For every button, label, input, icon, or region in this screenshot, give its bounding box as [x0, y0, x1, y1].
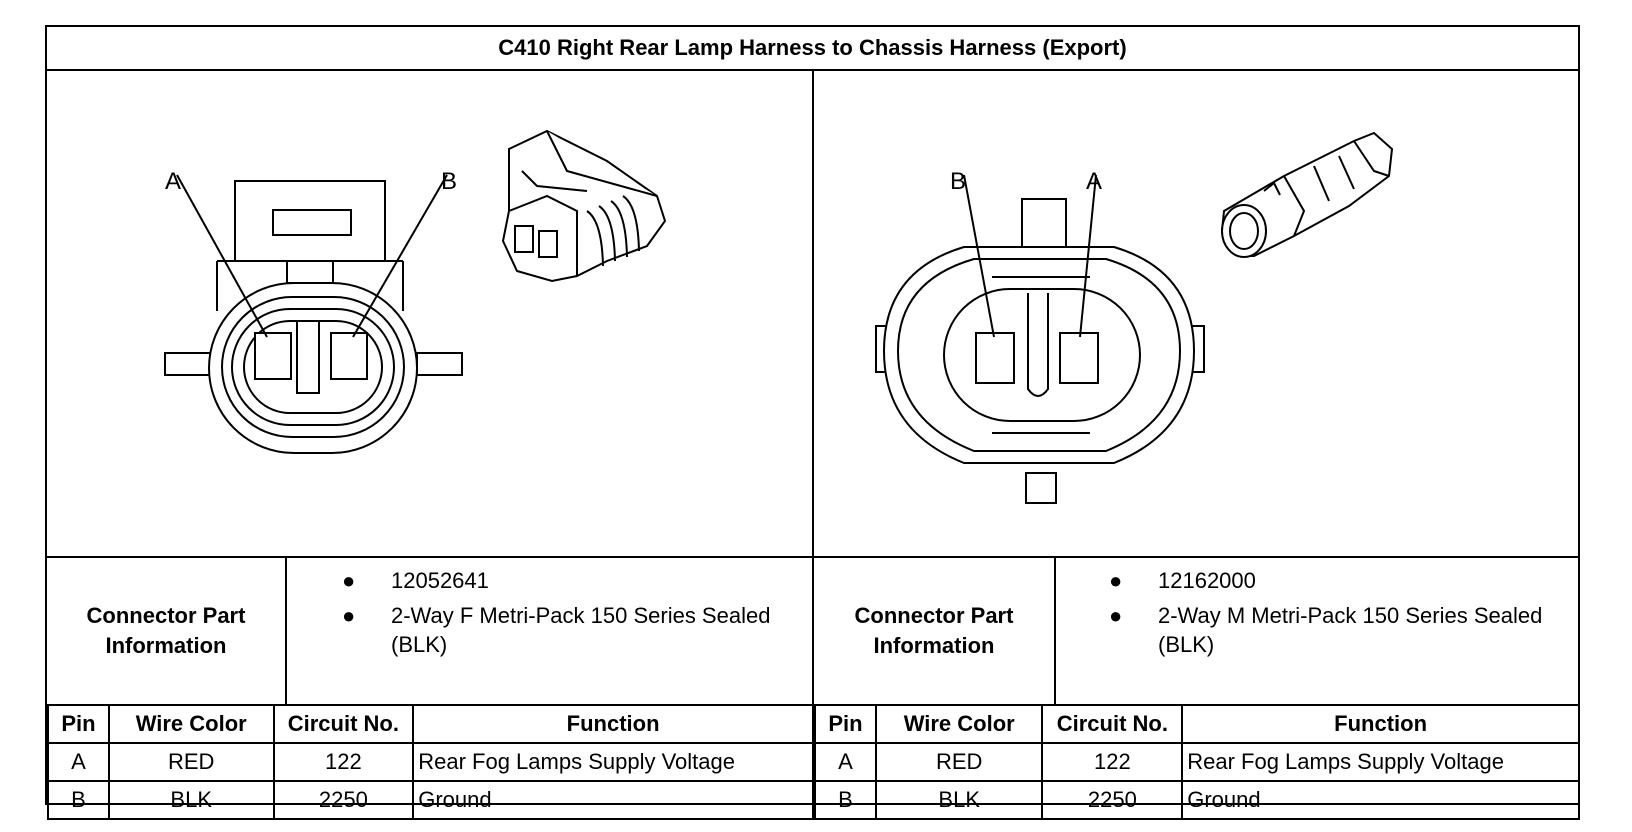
right-isometric-connector [1220, 131, 1394, 258]
left-isometric-connector [501, 129, 667, 283]
col-pin: Pin [814, 704, 877, 744]
left-ear-left [164, 352, 211, 376]
left-latch-housing [234, 180, 386, 262]
left-latch-window [272, 209, 352, 236]
table-header-row: Pin Wire Color Circuit No. Function [47, 704, 814, 744]
left-terminal-b [330, 332, 368, 380]
right-inner-oval [943, 288, 1141, 422]
cell-wire-color: BLK [874, 780, 1044, 820]
cell-function: Rear Fog Lamps Supply Voltage [412, 742, 814, 782]
bullet-icon: ● [342, 568, 356, 593]
right-oval-body [882, 246, 1196, 464]
bullet-icon: ● [342, 603, 356, 628]
right-part-description: 2-Way M Metri-Pack 150 Series Sealed (BL… [1158, 603, 1543, 657]
right-center-slot [1027, 293, 1049, 397]
left-ear-right [416, 352, 463, 376]
cell-circuit-no: 2250 [272, 780, 415, 820]
cell-pin: B [814, 780, 877, 820]
list-item: ● 12052641 [287, 566, 791, 595]
table-header-row: Pin Wire Color Circuit No. Function [814, 704, 1580, 744]
col-function: Function [1181, 704, 1580, 744]
table-row: B BLK 2250 Ground [47, 780, 814, 820]
left-part-number: 12052641 [391, 568, 489, 593]
cell-function: Ground [1181, 780, 1580, 820]
cell-pin: A [814, 742, 877, 782]
left-connector-pane: A B [47, 71, 814, 556]
left-terminal-a [254, 332, 292, 380]
right-connector-drawing: B A [875, 131, 1394, 504]
left-center-key [296, 320, 320, 394]
right-info-label-line2: Information [873, 633, 995, 658]
cell-pin: B [47, 780, 110, 820]
right-terminal-b [975, 332, 1015, 384]
col-circuit-no: Circuit No. [272, 704, 415, 744]
bullet-icon: ● [1109, 568, 1123, 593]
connector-sheet: C410 Right Rear Lamp Harness to Chassis … [45, 25, 1580, 820]
list-item: ● 12162000 [1054, 566, 1558, 595]
table-row: A RED 122 Rear Fog Lamps Supply Voltage [814, 742, 1580, 782]
right-info-label-line1: Connector Part [854, 603, 1014, 628]
right-part-number: 12162000 [1158, 568, 1256, 593]
left-label-a: A [165, 168, 181, 195]
left-connector-drawing: A B [164, 129, 667, 454]
left-label-b: B [441, 168, 457, 195]
table-row: B BLK 2250 Ground [814, 780, 1580, 820]
right-label-a: A [1086, 168, 1102, 195]
left-info-label-line2: Information [105, 633, 227, 658]
left-pinout-table: Pin Wire Color Circuit No. Function A RE… [47, 704, 814, 820]
cell-wire-color: BLK [107, 780, 275, 820]
left-info-label-line1: Connector Part [86, 603, 246, 628]
right-part-info-list: ● 12162000 ● 2-Way M Metri-Pack 150 Series… [1054, 558, 1558, 665]
cell-circuit-no: 122 [272, 742, 415, 782]
table-row: A RED 122 Rear Fog Lamps Supply Voltage [47, 742, 814, 782]
left-part-description: 2-Way F Metri-Pack 150 Series Sealed (BL… [391, 603, 771, 657]
right-pinout-table: Pin Wire Color Circuit No. Function A RE… [814, 704, 1580, 820]
cell-wire-color: RED [107, 742, 275, 782]
cell-function: Rear Fog Lamps Supply Voltage [1181, 742, 1580, 782]
cell-wire-color: RED [874, 742, 1044, 782]
right-connector-pane: B A [814, 71, 1580, 556]
right-terminal-a [1059, 332, 1099, 384]
page-title: C410 Right Rear Lamp Harness to Chassis … [47, 27, 1578, 71]
list-item: ● 2-Way M Metri-Pack 150 Series Sealed (B… [1054, 601, 1558, 659]
bullet-icon: ● [1109, 603, 1123, 628]
col-circuit-no: Circuit No. [1041, 704, 1184, 744]
col-wire-color: Wire Color [107, 704, 275, 744]
right-bottom-tab [1025, 472, 1057, 504]
list-item: ● 2-Way F Metri-Pack 150 Series Sealed (B… [287, 601, 791, 659]
right-top-tab [1021, 198, 1067, 248]
right-leader-a [1079, 174, 1097, 338]
cell-pin: A [47, 742, 110, 782]
cell-function: Ground [412, 780, 814, 820]
right-label-b: B [950, 168, 966, 195]
left-leader-a [176, 174, 268, 338]
cell-circuit-no: 122 [1041, 742, 1184, 782]
col-pin: Pin [47, 704, 110, 744]
left-part-info-list: ● 12052641 ● 2-Way F Metri-Pack 150 Series… [287, 558, 791, 665]
left-leader-b [352, 174, 448, 338]
col-wire-color: Wire Color [874, 704, 1044, 744]
right-leader-b [963, 174, 995, 338]
col-function: Function [412, 704, 814, 744]
cell-circuit-no: 2250 [1041, 780, 1184, 820]
